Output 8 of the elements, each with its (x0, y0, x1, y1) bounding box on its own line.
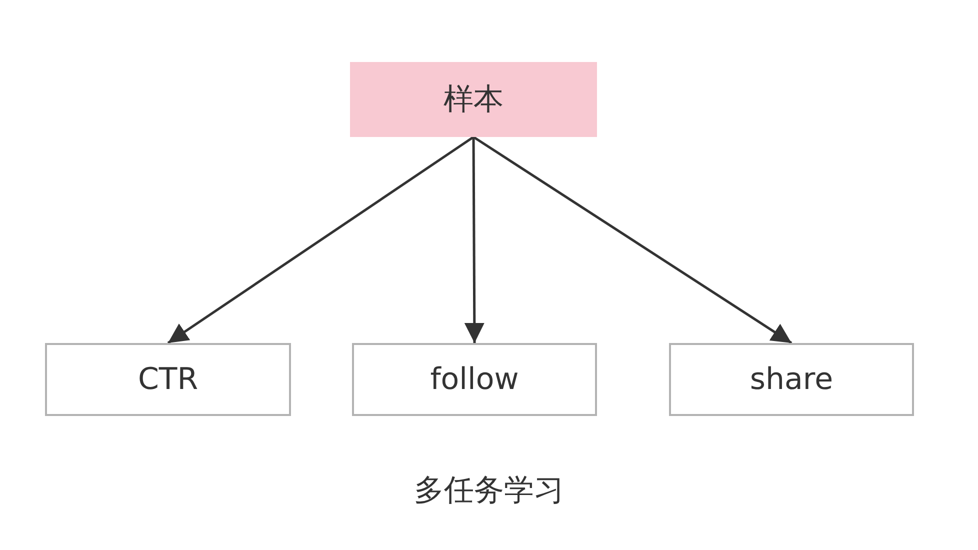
arrow (472, 136, 792, 344)
task-box: CTR (45, 343, 291, 416)
task-box: follow (352, 343, 597, 416)
caption: 多任务学习 (413, 472, 565, 510)
task-box: share (669, 343, 914, 416)
arrow (167, 136, 474, 344)
sample-box: 样本 (350, 62, 597, 137)
arrow (464, 137, 484, 343)
